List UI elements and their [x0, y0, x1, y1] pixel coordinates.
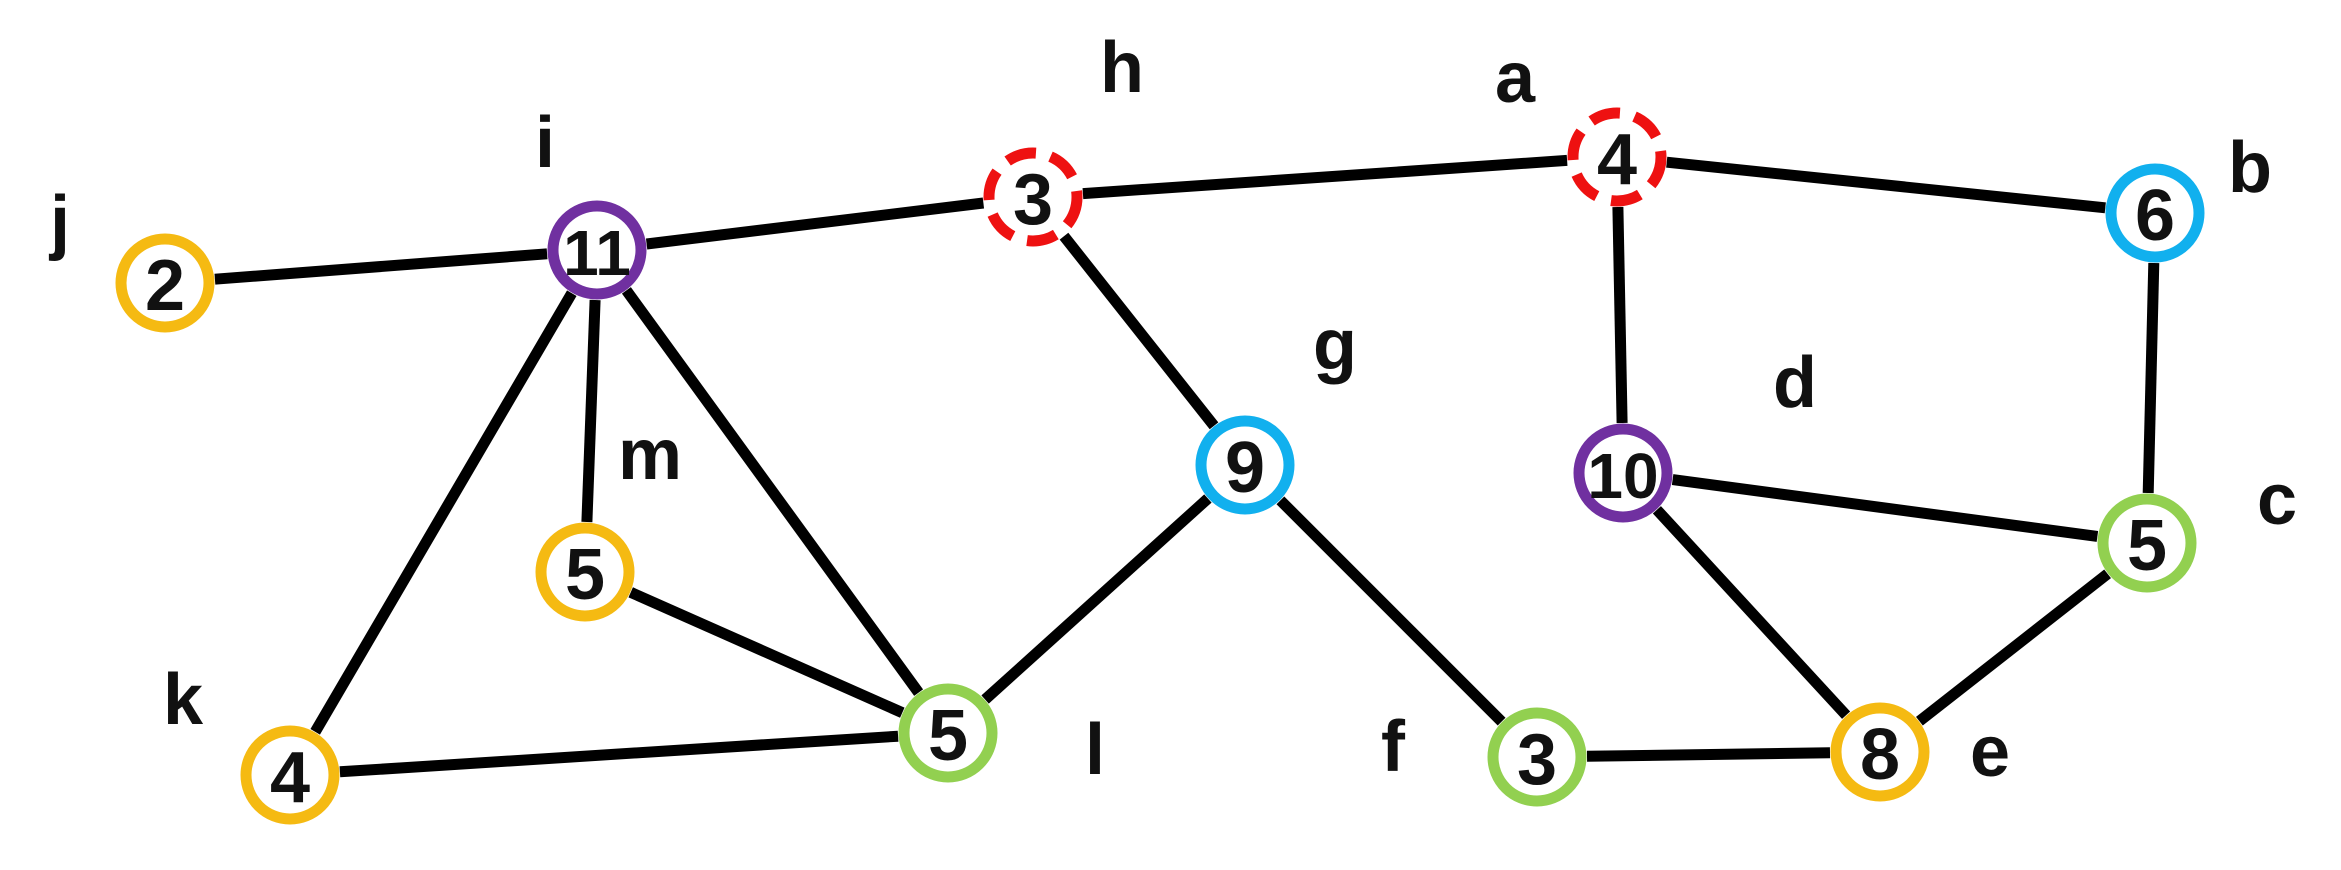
edge-d-e — [1652, 506, 1851, 719]
node-label-a: a — [1495, 38, 1536, 118]
nodes-layer: 2 11 3 4 6 9 10 5 5 4 5 3 8 — [115, 107, 2205, 825]
edge-i-l — [621, 287, 924, 696]
node-circle-h — [983, 147, 1083, 247]
node-value-l: 5 — [928, 696, 968, 776]
edge-b-c — [2142, 262, 2160, 494]
node-e: 8 — [1830, 702, 1930, 802]
node-value-f: 3 — [1517, 720, 1557, 800]
node-value-a: 4 — [1597, 120, 1637, 200]
edge-m-l — [628, 587, 905, 718]
node-c: 5 — [2097, 493, 2197, 593]
edge-a-b — [1666, 156, 2106, 214]
node-f: 3 — [1487, 707, 1587, 807]
node-circle-g — [1195, 415, 1295, 515]
node-label-g: g — [1313, 305, 1357, 385]
node-circle-i — [547, 200, 647, 300]
edge-i-m — [581, 299, 601, 523]
edge-f-e — [1586, 747, 1831, 762]
node-label-k: k — [163, 660, 204, 740]
node-value-g: 9 — [1225, 428, 1265, 508]
edge-d-c — [1671, 474, 2099, 542]
node-circle-d — [1573, 423, 1673, 523]
node-value-k: 4 — [270, 738, 310, 818]
node-value-j: 2 — [145, 246, 185, 326]
node-circle-m — [535, 522, 635, 622]
node-value-m: 5 — [565, 535, 605, 615]
node-circle-c — [2097, 493, 2197, 593]
edge-i-k — [310, 290, 577, 735]
node-label-c: c — [2257, 460, 2297, 540]
node-circle-l — [898, 683, 998, 783]
node-circle-f — [1487, 707, 1587, 807]
node-h: 3 — [983, 147, 1083, 247]
edge-c-e — [1916, 569, 2111, 726]
node-a: 4 — [1567, 107, 1667, 207]
node-value-b: 6 — [2135, 176, 2175, 256]
node-label-j: j — [48, 182, 70, 262]
node-value-e: 8 — [1860, 715, 1900, 795]
node-k: 4 — [240, 725, 340, 825]
node-value-d: 10 — [1587, 440, 1658, 512]
node-label-h: h — [1100, 28, 1144, 108]
node-label-e: e — [1970, 712, 2010, 792]
node-d: 10 — [1573, 423, 1673, 523]
node-value-i: 11 — [563, 217, 631, 289]
edge-h-a — [1082, 154, 1568, 200]
edge-g-l — [981, 494, 1212, 704]
node-label-d: d — [1773, 343, 1817, 423]
node-circle-b — [2105, 163, 2205, 263]
node-circle-a — [1567, 107, 1667, 207]
node-label-i: i — [535, 103, 555, 183]
node-label-m: m — [618, 415, 682, 495]
node-label-b: b — [2228, 128, 2272, 208]
node-circle-j — [115, 233, 215, 333]
node-value-c: 5 — [2127, 506, 2167, 586]
edge-k-l — [339, 730, 899, 778]
edge-j-i — [214, 248, 548, 285]
edge-i-h — [645, 197, 985, 250]
edge-g-f — [1276, 496, 1506, 726]
node-circle-k — [240, 725, 340, 825]
node-i: 11 — [547, 200, 647, 300]
node-l: 5 — [898, 683, 998, 783]
node-value-h: 3 — [1013, 160, 1053, 240]
node-m: 5 — [535, 522, 635, 622]
node-j: 2 — [115, 233, 215, 333]
node-label-l: l — [1085, 710, 1105, 790]
node-circle-e — [1830, 702, 1930, 802]
node-g: 9 — [1195, 415, 1295, 515]
labels-layer: j i h a b g d c m k l f e — [48, 28, 2297, 792]
edge-h-g — [1059, 232, 1219, 430]
node-label-f: f — [1381, 707, 1406, 787]
edges-layer — [214, 154, 2160, 778]
edge-a-d — [1612, 206, 1628, 424]
node-b: 6 — [2105, 163, 2205, 263]
